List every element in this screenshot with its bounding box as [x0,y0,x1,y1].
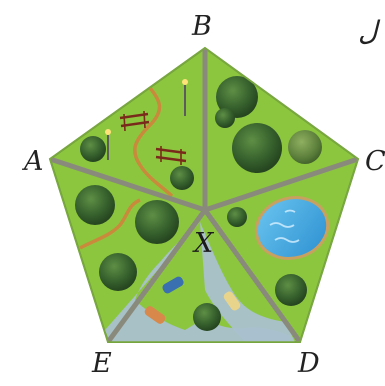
vertex-label-c: C [365,146,385,177]
vertex-label-d: D [297,348,320,379]
corner-glyph: ل [358,16,381,47]
center-label-x: X [192,228,215,259]
vertex-label-e: E [91,348,112,379]
vertex-label-b: B [191,11,212,42]
vertex-label-a: A [21,146,44,177]
